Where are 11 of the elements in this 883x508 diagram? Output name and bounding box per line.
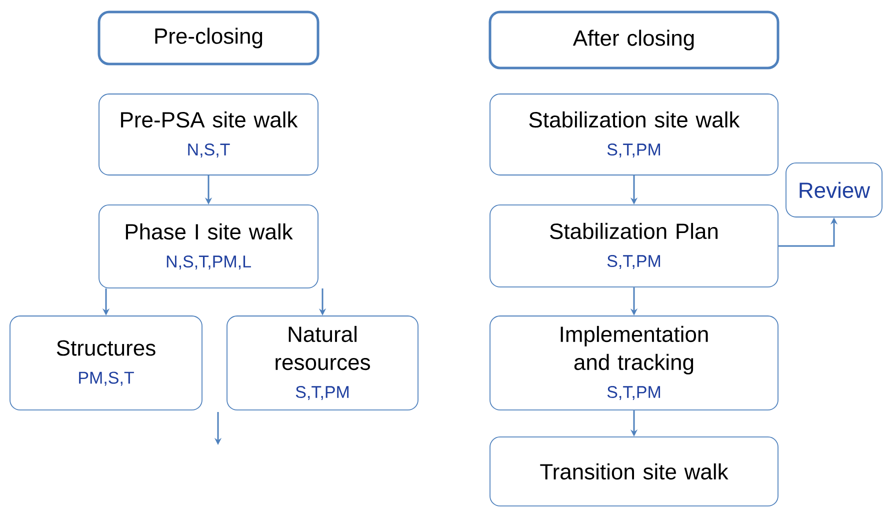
process-box: Stabilization Plan S,T,PM [490, 204, 778, 288]
process-box: Natural resources S,T,PM [226, 316, 418, 410]
process-box: Stabilization site walk S,T,PM [490, 94, 778, 176]
header-box: After closing [488, 10, 780, 70]
header-box: Pre-closing [98, 10, 320, 66]
process-box: Transition site walk [490, 436, 778, 506]
process-box: Implementation and tracking S,T,PM [490, 316, 778, 410]
process-box: Pre-PSA site walk N,S,T [98, 94, 318, 176]
review-box: Review [786, 162, 882, 218]
process-box: Phase I site walk N,S,T,PM,L [98, 204, 318, 288]
process-box: Structures PM,S,T [10, 316, 202, 410]
